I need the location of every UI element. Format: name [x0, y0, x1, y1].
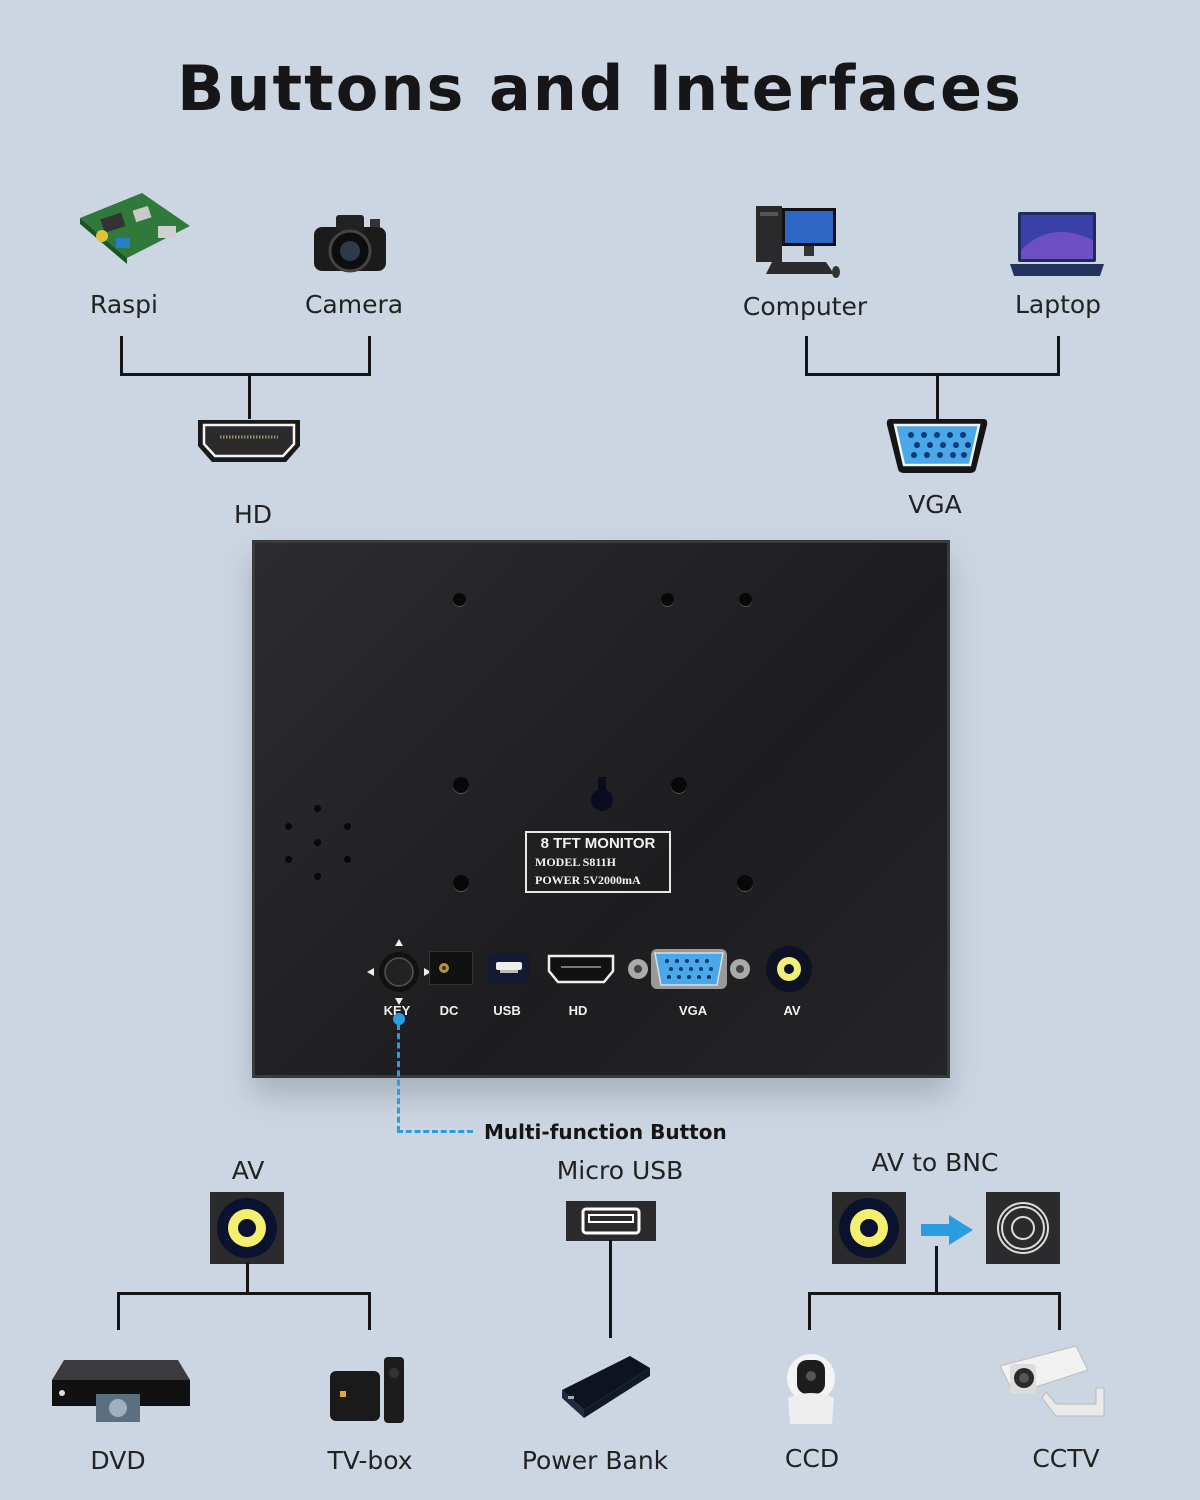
dc-jack-icon[interactable] — [429, 951, 473, 985]
laptop-icon — [1010, 210, 1104, 280]
spec-plate: 8 TFT MONITOR MODEL S811H POWER 5V2000mA — [525, 831, 671, 893]
connector-line — [120, 373, 371, 376]
device-label-tv-box: TV-box — [327, 1446, 413, 1475]
vesa-hole — [739, 593, 752, 606]
connector-line — [935, 1246, 938, 1294]
device-label-laptop: Laptop — [1014, 290, 1102, 319]
dslr-camera-icon — [310, 205, 390, 280]
connector-line — [1058, 1292, 1061, 1330]
hdmi-port-icon — [194, 416, 304, 466]
callout-line — [397, 1024, 400, 1132]
speaker-hole — [314, 839, 321, 846]
connector-line — [117, 1292, 371, 1295]
device-label-cctv: CCTV — [1032, 1444, 1100, 1473]
port-label-hd: HD — [233, 500, 273, 529]
keyhole-mount — [589, 777, 615, 813]
callout-line — [397, 1130, 473, 1133]
rca-av-port-icon — [210, 1192, 284, 1264]
connector-line — [246, 1262, 249, 1294]
connector-line — [936, 373, 939, 419]
speaker-hole — [344, 823, 351, 830]
vesa-hole — [671, 777, 687, 793]
rca-av-port-icon — [832, 1192, 906, 1264]
port-label-dc: DC — [439, 1003, 459, 1018]
port-label-vga: VGA — [908, 490, 962, 519]
port-label-micro-usb: Micro USB — [556, 1156, 684, 1185]
connector-line — [1057, 336, 1060, 376]
connector-line — [808, 1292, 1061, 1295]
callout-dot — [393, 1013, 405, 1025]
connector-line — [117, 1292, 120, 1330]
port-label-usb: USB — [493, 1003, 521, 1018]
speaker-hole — [314, 873, 321, 880]
plate-power: POWER 5V2000mA — [535, 873, 641, 887]
port-label-vga: VGA — [678, 1003, 708, 1018]
device-label-ccd: CCD — [784, 1444, 840, 1473]
device-label-dvd: DVD — [90, 1446, 146, 1475]
dome-camera-icon — [784, 1352, 838, 1428]
usb-port-icon — [566, 1201, 656, 1241]
connector-line — [248, 373, 251, 419]
speaker-hole — [344, 856, 351, 863]
vesa-hole — [453, 777, 469, 793]
connector-line — [808, 1292, 811, 1330]
port-label-av: AV — [783, 1003, 801, 1018]
device-label-camera: Camera — [304, 290, 404, 319]
multi-function-button-label: Multi-function Button — [484, 1120, 727, 1144]
arrow-right-icon — [921, 1215, 973, 1245]
monitor-back-panel: 8 TFT MONITOR MODEL S811H POWER 5V2000mA — [252, 540, 950, 1078]
vga-port-icon — [884, 415, 990, 477]
device-label-raspi: Raspi — [90, 290, 158, 319]
joystick-key-icon[interactable] — [365, 937, 433, 1007]
hdmi-port-icon[interactable] — [547, 953, 615, 985]
connector-line — [805, 373, 1060, 376]
rca-av-port-icon[interactable] — [765, 945, 813, 993]
vesa-hole — [453, 593, 466, 606]
speaker-hole — [285, 856, 292, 863]
plate-model: MODEL S811H — [535, 855, 617, 869]
power-bank-icon — [558, 1350, 652, 1420]
connector-line — [368, 336, 371, 376]
connector-line — [805, 336, 808, 376]
page-title: Buttons and Interfaces — [177, 52, 1023, 125]
port-label-av-to-bnc: AV to BNC — [871, 1148, 999, 1177]
connector-line — [368, 1292, 371, 1330]
device-label-computer: Computer — [742, 292, 868, 321]
micro-usb-port-icon[interactable] — [488, 953, 530, 983]
vga-port-icon[interactable] — [625, 947, 753, 991]
connector-line — [120, 336, 123, 376]
tv-box-icon — [328, 1355, 408, 1425]
raspberry-pi-board-icon — [72, 188, 192, 268]
vesa-hole — [737, 875, 753, 891]
bnc-port-icon — [986, 1192, 1060, 1264]
connector-line — [609, 1240, 612, 1338]
cctv-camera-icon — [996, 1342, 1112, 1424]
vesa-hole — [661, 593, 674, 606]
port-label-hd: HD — [568, 1003, 588, 1018]
speaker-hole — [314, 805, 321, 812]
speaker-hole — [285, 823, 292, 830]
device-label-power-bank: Power Bank — [521, 1446, 669, 1475]
vesa-hole — [453, 875, 469, 891]
port-label-av: AV — [231, 1156, 265, 1185]
plate-title: 8 TFT MONITOR — [540, 835, 656, 852]
dvd-player-icon — [50, 1358, 192, 1426]
desktop-computer-icon — [752, 200, 842, 282]
